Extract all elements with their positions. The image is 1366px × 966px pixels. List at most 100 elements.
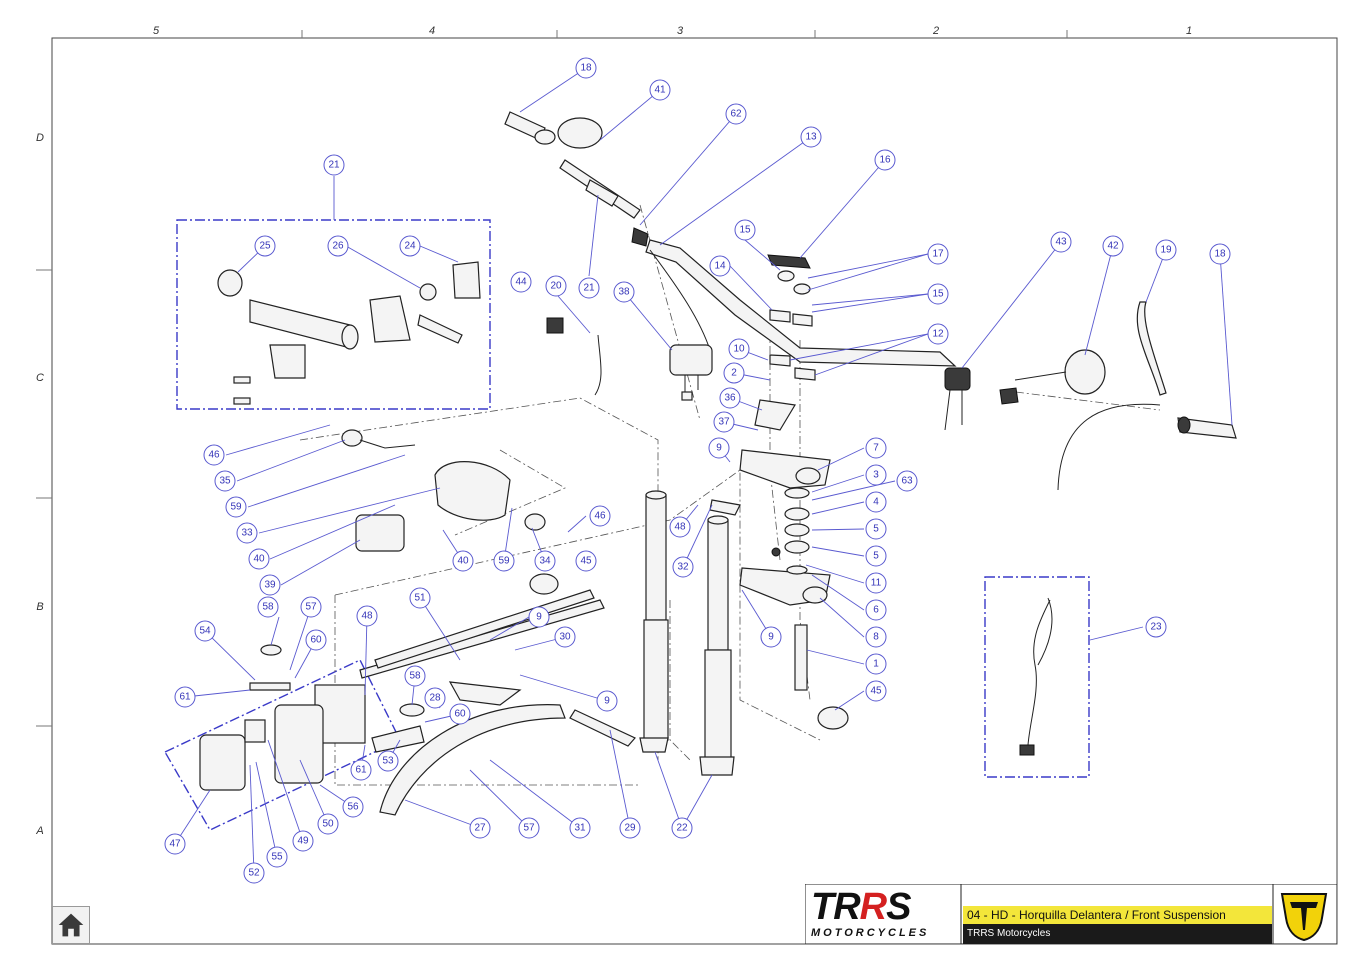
part-callout-number: 14 xyxy=(714,261,726,272)
part-callout: 15 xyxy=(927,283,949,305)
part-callout: 46 xyxy=(203,444,225,466)
part-callout: 7 xyxy=(865,437,887,459)
part-callout: 48 xyxy=(356,605,378,627)
part-callout: 2 xyxy=(723,362,745,384)
part-callout: 3 xyxy=(865,464,887,486)
part-callout-number: 6 xyxy=(873,605,879,616)
part-callout-number: 21 xyxy=(583,283,595,294)
part-callout-number: 39 xyxy=(264,580,276,591)
part-callout-number: 53 xyxy=(382,756,394,767)
part-callout: 23 xyxy=(1145,616,1167,638)
part-callout: 9 xyxy=(528,606,550,628)
part-callout-number: 11 xyxy=(871,578,882,589)
part-callout: 47 xyxy=(164,833,186,855)
throttle-group-box xyxy=(176,219,491,410)
part-callout-number: 15 xyxy=(932,289,944,300)
part-callout: 25 xyxy=(254,235,276,257)
part-callout-number: 60 xyxy=(310,635,322,646)
part-callout-number: 29 xyxy=(624,823,636,834)
sheet-title: 04 - HD - Horquilla Delantera / Front Su… xyxy=(963,906,1272,924)
part-callout-number: 40 xyxy=(457,556,469,567)
part-callout: 9 xyxy=(596,690,618,712)
part-callout-number: 54 xyxy=(199,626,211,637)
row-label: C xyxy=(36,372,44,384)
part-callout-number: 57 xyxy=(523,823,535,834)
part-callout: 40 xyxy=(248,548,270,570)
part-callout-number: 48 xyxy=(361,611,373,622)
headlight-assembly xyxy=(341,429,849,730)
part-callout: 45 xyxy=(865,680,887,702)
logo-wordmark: TRRS xyxy=(811,886,911,928)
part-callout: 61 xyxy=(174,686,196,708)
part-callout-number: 43 xyxy=(1055,237,1067,248)
part-callout: 30 xyxy=(554,626,576,648)
part-callout: 26 xyxy=(327,235,349,257)
part-callout-number: 48 xyxy=(674,522,686,533)
part-callout: 19 xyxy=(1155,239,1177,261)
part-callout-number: 9 xyxy=(604,696,610,707)
part-callout: 20 xyxy=(545,275,567,297)
part-callout-number: 44 xyxy=(515,277,527,288)
part-callout-number: 42 xyxy=(1107,241,1119,252)
column-ruler: 5 4 3 2 1 xyxy=(153,25,1192,38)
handlebar xyxy=(645,239,957,367)
part-callout: 59 xyxy=(225,496,247,518)
part-callout: 18 xyxy=(575,57,597,79)
part-callout-number: 50 xyxy=(322,819,334,830)
part-callout-number: 12 xyxy=(932,329,944,340)
home-button[interactable] xyxy=(52,906,90,944)
part-callout: 60 xyxy=(449,703,471,725)
part-callout: 43 xyxy=(1050,231,1072,253)
part-callout-number: 55 xyxy=(271,852,283,863)
part-callout: 49 xyxy=(292,830,314,852)
part-callout-number: 57 xyxy=(305,602,317,613)
part-callout-number: 34 xyxy=(539,556,551,567)
part-callout: 36 xyxy=(719,387,741,409)
part-callout-number: 5 xyxy=(873,551,879,562)
column-label: 3 xyxy=(677,25,684,37)
part-callout: 4 xyxy=(865,491,887,513)
part-callout: 38 xyxy=(613,281,635,303)
sheet-company: TRRS Motorcycles xyxy=(963,924,1272,944)
part-callout: 28 xyxy=(424,687,446,709)
part-callout-number: 47 xyxy=(169,839,181,850)
part-callout: 33 xyxy=(236,522,258,544)
part-callout-number: 33 xyxy=(241,528,253,539)
part-callout: 17 xyxy=(927,243,949,265)
logo-subtitle: MOTORCYCLES xyxy=(811,927,930,939)
part-callout: 32 xyxy=(672,556,694,578)
part-callout-number: 45 xyxy=(580,556,592,567)
column-label: 1 xyxy=(1186,25,1192,37)
cable-group-box xyxy=(984,576,1090,778)
part-callout: 22 xyxy=(671,817,693,839)
home-icon xyxy=(58,913,84,937)
part-callout: 61 xyxy=(350,759,372,781)
part-callout-number: 36 xyxy=(724,393,736,404)
part-callout: 37 xyxy=(713,411,735,433)
part-callout-number: 10 xyxy=(733,344,745,355)
part-callout: 11 xyxy=(865,572,887,594)
part-callout-number: 25 xyxy=(259,241,271,252)
part-callout: 62 xyxy=(725,103,747,125)
column-label: 4 xyxy=(429,25,435,37)
part-callout: 41 xyxy=(649,79,671,101)
part-callout: 39 xyxy=(259,574,281,596)
part-callout: 55 xyxy=(266,846,288,868)
part-callout-number: 60 xyxy=(454,709,466,720)
drawing-frame xyxy=(51,37,1338,945)
dash-module xyxy=(546,317,713,401)
part-callout-number: 31 xyxy=(574,823,586,834)
bearing-stack xyxy=(771,487,810,691)
part-callout-number: 63 xyxy=(901,476,913,487)
part-callout: 63 xyxy=(896,470,918,492)
part-callout-number: 58 xyxy=(409,671,421,682)
row-label: A xyxy=(35,825,43,837)
part-callout-number: 21 xyxy=(328,160,340,171)
part-callout-number: 46 xyxy=(594,511,606,522)
part-callout: 59 xyxy=(493,550,515,572)
part-callout-number: 9 xyxy=(716,443,722,454)
part-callout: 57 xyxy=(300,596,322,618)
part-callout-number: 35 xyxy=(219,476,231,487)
